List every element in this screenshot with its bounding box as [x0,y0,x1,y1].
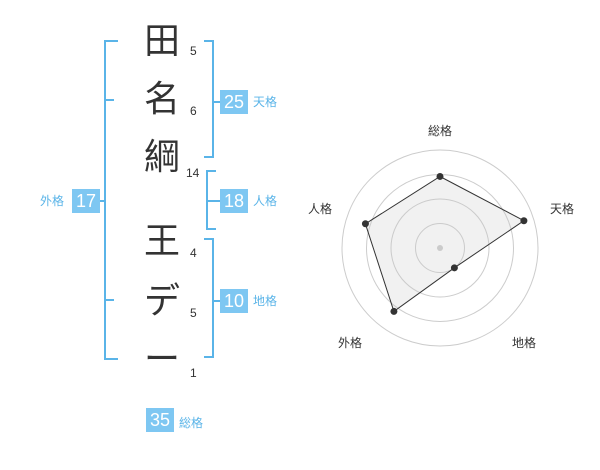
soukaku-label: 総格 [179,416,204,430]
radar-point-4 [390,307,398,315]
name-char-2: 名 [143,79,180,120]
tenkaku-label: 天格 [253,95,278,109]
radar-point-5 [361,220,369,228]
gaikaku-value: 17 [72,189,100,213]
radar-polygon [364,175,525,313]
stroke-count-2: 6 [190,104,197,118]
radar-label-tenkaku: 天格 [549,202,574,216]
radar-ring [415,223,465,273]
stroke-count-3: 14 [186,166,200,180]
radar-center [437,245,443,251]
radar-point-1 [436,172,444,180]
stroke-count-1: 5 [190,44,197,58]
stroke-count-5: 5 [190,306,197,320]
radar-point-3 [450,264,458,272]
radar-label-chikaku: 地格 [511,336,536,350]
name-char-3: 綱 [143,137,180,178]
radar-chart [341,149,539,347]
radar-label-gaikaku: 外格 [337,336,362,350]
soukaku-value: 35 [146,408,174,432]
radar-label-jinkaku: 人格 [307,202,332,216]
chikaku-label: 地格 [253,294,278,308]
tenkaku-value: 25 [220,90,248,114]
radar-ring [390,198,490,298]
name-char-1: 田 [143,21,180,62]
radar-label-soukaku: 総格 [427,124,452,138]
gaikaku-label: 外格 [40,194,65,208]
chikaku-value: 10 [220,289,248,313]
stroke-count-6: 1 [190,366,197,380]
radar-point-2 [520,217,528,225]
jinkaku-label: 人格 [253,194,278,208]
jinkaku-value: 18 [220,189,248,213]
name-char-5: デ [143,281,180,322]
name-char-4: 王 [143,221,180,262]
stroke-count-4: 4 [190,246,197,260]
name-char-6: ー [143,339,180,380]
